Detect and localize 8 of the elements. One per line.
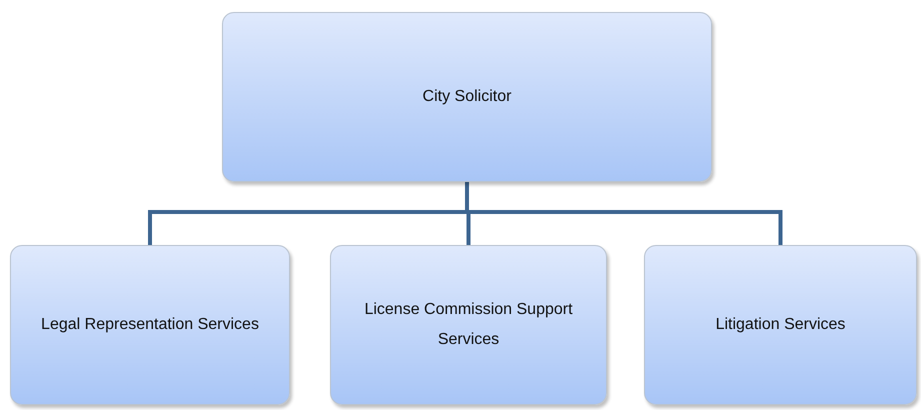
box-label: City Solicitor [422, 86, 512, 107]
org-box [644, 245, 917, 405]
box-label: Litigation Services [714, 314, 846, 335]
org-box [222, 12, 712, 182]
org-box [10, 245, 290, 405]
box-label: License Commission Support Services [363, 300, 574, 350]
box-label: Legal Representation Services [40, 314, 260, 335]
org-box [330, 245, 607, 405]
